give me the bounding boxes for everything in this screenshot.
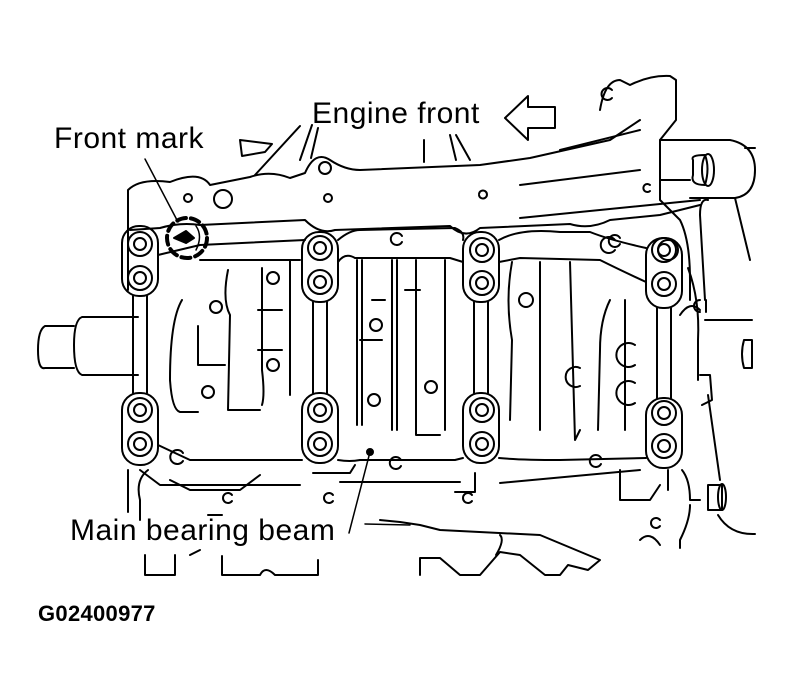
- upper-block-casting: [128, 120, 700, 315]
- crankshaft-nose: [38, 317, 138, 375]
- bolt: [128, 398, 152, 422]
- bolt: [308, 236, 332, 260]
- lower-flange: [128, 465, 668, 575]
- bolt: [470, 271, 494, 295]
- engine-front-callout: Engine front: [312, 97, 480, 130]
- bolt: [128, 266, 152, 290]
- bolt: [470, 238, 494, 262]
- hollow-arrow-left-icon: [505, 96, 555, 140]
- bearing-cap-bolts: [128, 232, 676, 458]
- bolt: [470, 432, 494, 456]
- bolt: [652, 272, 676, 296]
- bolt: [128, 232, 152, 256]
- leader-lines: [145, 159, 410, 533]
- side-bracket: [600, 76, 755, 300]
- crankshaft-internals: [170, 233, 635, 469]
- figure-id: G02400977: [38, 601, 156, 626]
- bolt: [470, 398, 494, 422]
- bolt: [652, 434, 676, 458]
- bolt: [308, 398, 332, 422]
- bolt: [308, 432, 332, 456]
- right-side-components: [680, 268, 755, 548]
- front-mark-callout: Front mark: [54, 122, 205, 155]
- bolt: [652, 401, 676, 425]
- diamond-mark-in-dashed-circle-icon: [167, 218, 207, 258]
- bolt: [308, 270, 332, 294]
- main-bearing-beam-leader: [349, 452, 370, 533]
- main-bearing-beam-leader-dot: [367, 449, 373, 455]
- main-bearing-beam-callout: Main bearing beam: [70, 514, 336, 547]
- main-bearing-beam-frame: [122, 226, 682, 485]
- bolt: [128, 432, 152, 456]
- bolt: [652, 238, 676, 262]
- front-mark-leader: [145, 159, 178, 222]
